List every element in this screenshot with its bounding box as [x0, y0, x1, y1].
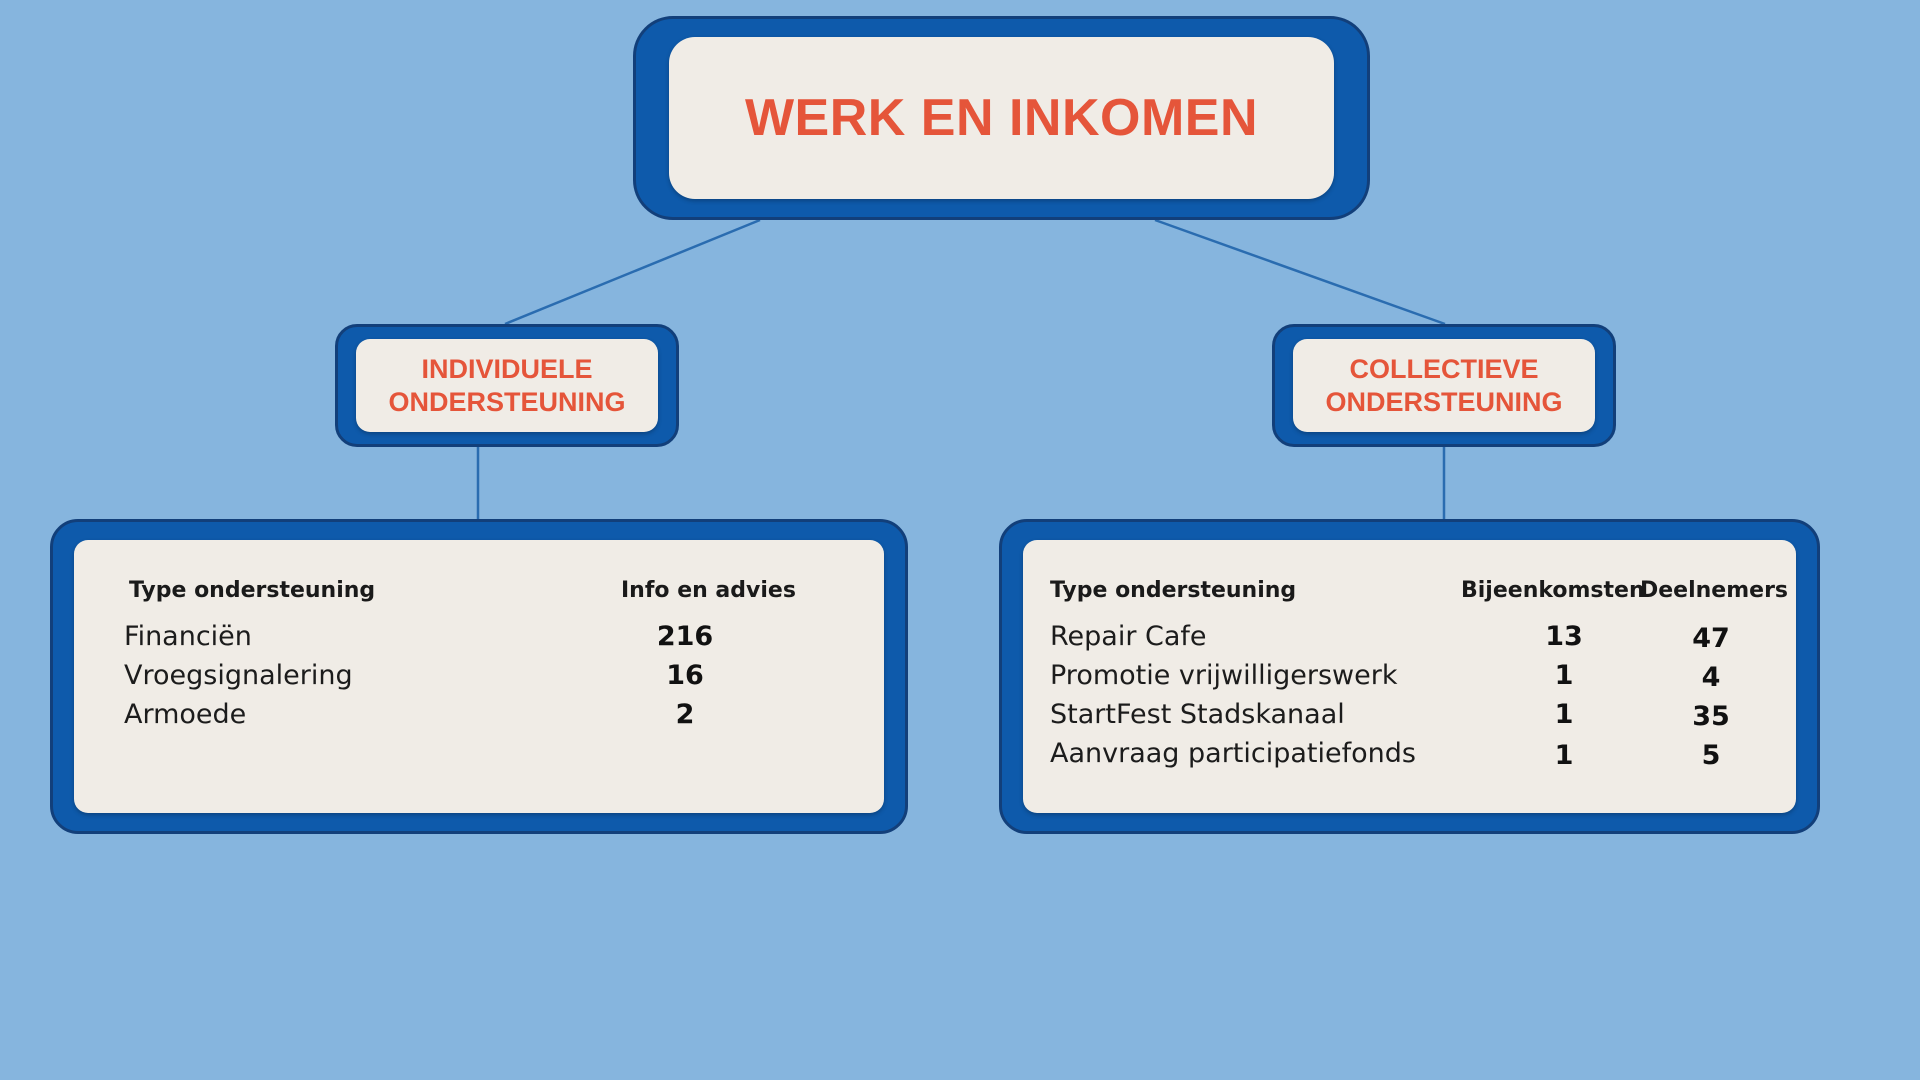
individual-row-info: 216: [656, 621, 714, 652]
collective-row-meetings: 1: [1554, 660, 1574, 691]
title-box-inner: WERK EN INKOMEN: [669, 37, 1334, 199]
collective-col-type-header: Type ondersteuning: [1050, 578, 1297, 603]
collective-row-participants: 47: [1692, 623, 1730, 654]
individual-col-type-header: Type ondersteuning: [129, 578, 376, 603]
individual-row-info: 16: [666, 660, 704, 691]
collective-row-type: Promotie vrijwilligerswerk: [1050, 660, 1398, 691]
collective-row-type: Aanvraag participatiefonds: [1050, 738, 1416, 769]
connector-title-to-collective: [1154, 218, 1446, 326]
individual-table: Type ondersteuning Info en advies Financ…: [74, 540, 884, 813]
connector-title-to-individual: [504, 218, 761, 326]
individual-support-box-inner: INDIVIDUELE ONDERSTEUNING: [356, 339, 658, 432]
individual-row-info: 2: [675, 699, 695, 730]
individual-row-type: Armoede: [124, 699, 247, 730]
collective-support-box-inner: COLLECTIEVE ONDERSTEUNING: [1293, 339, 1595, 432]
individual-table-box: Type ondersteuning Info en advies Financ…: [50, 519, 908, 834]
collective-col-participants-header: Deelnemers: [1640, 578, 1789, 603]
collective-row-participants: 35: [1692, 701, 1730, 732]
individual-support-box: INDIVIDUELE ONDERSTEUNING: [335, 324, 679, 447]
diagram-title: WERK EN INKOMEN: [744, 89, 1259, 147]
individual-col-info-header: Info en advies: [621, 578, 796, 603]
collective-heading-line2: ONDERSTEUNING: [1325, 386, 1563, 417]
individual-heading-line2: ONDERSTEUNING: [388, 386, 626, 417]
collective-row-meetings: 1: [1554, 699, 1574, 730]
individual-heading-line1: INDIVIDUELE: [421, 353, 593, 384]
individual-row-type: Financiën: [124, 621, 252, 652]
collective-row-participants: 5: [1701, 740, 1721, 771]
collective-row-meetings: 13: [1545, 621, 1583, 652]
collective-table-box: Type ondersteuning Bijeenkomsten Deelnem…: [999, 519, 1820, 834]
collective-row-type: Repair Cafe: [1050, 621, 1207, 652]
collective-row-participants: 4: [1701, 662, 1721, 693]
collective-col-meetings-header: Bijeenkomsten: [1461, 578, 1645, 603]
title-box: WERK EN INKOMEN: [633, 16, 1370, 220]
collective-heading-line1: COLLECTIEVE: [1349, 353, 1539, 384]
collective-table: Type ondersteuning Bijeenkomsten Deelnem…: [1023, 540, 1796, 813]
collective-support-box: COLLECTIEVE ONDERSTEUNING: [1272, 324, 1616, 447]
collective-row-type: StartFest Stadskanaal: [1050, 699, 1345, 730]
collective-row-meetings: 1: [1554, 740, 1574, 771]
individual-row-type: Vroegsignalering: [124, 660, 353, 691]
